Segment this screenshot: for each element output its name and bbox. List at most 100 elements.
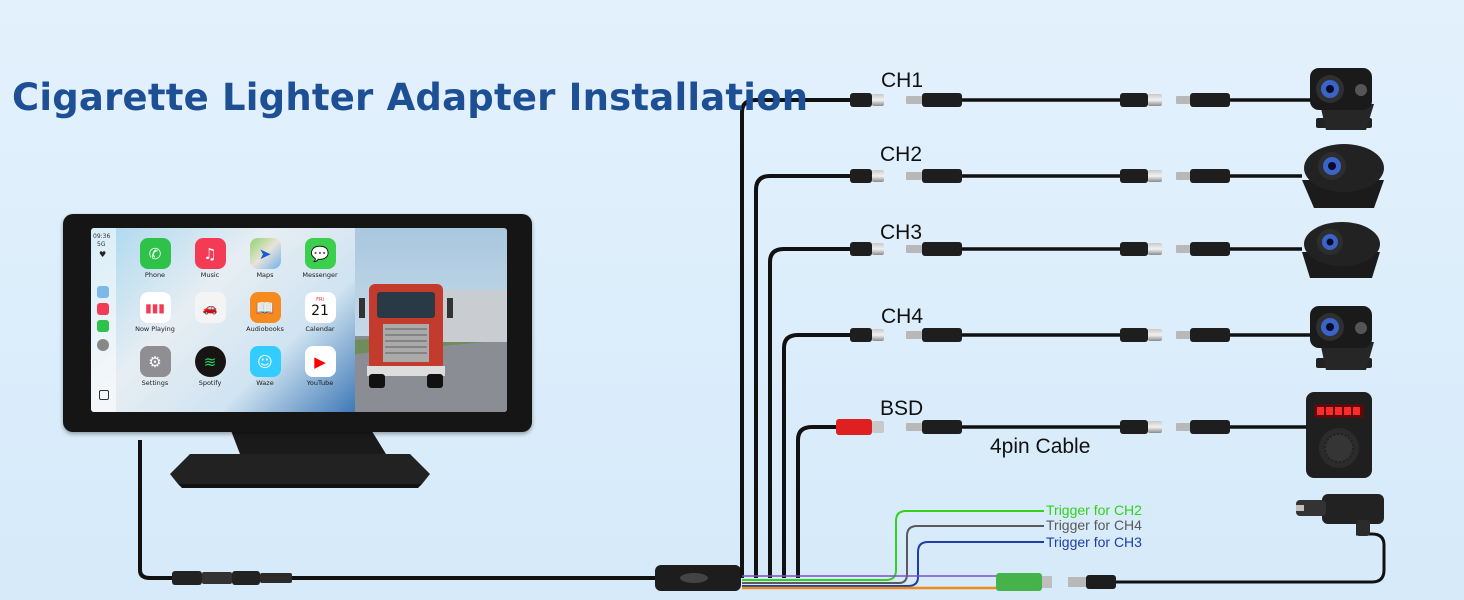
splitter-connector-tip: [872, 170, 884, 182]
splitter-connector-tip: [872, 243, 884, 255]
monitor-stand: [170, 428, 430, 488]
extension-connector: [1120, 242, 1148, 256]
splitter-connector: [850, 328, 872, 342]
extension-connector-tip: [1148, 329, 1162, 341]
inline-cable-connector: [172, 571, 292, 585]
status-time: 09:36: [93, 233, 111, 240]
splitter-connector: [850, 242, 872, 256]
blind-spot-detector-icon: [1306, 392, 1372, 478]
app-label: Calendar: [305, 325, 335, 333]
camera-connector: [1190, 169, 1230, 183]
app-waze[interactable]: ☺ Waze: [245, 346, 285, 394]
app-label: Audiobooks: [246, 325, 284, 333]
extension-connector: [922, 242, 962, 256]
music-icon: ♫: [194, 238, 226, 269]
camera-connector: [1190, 420, 1230, 434]
app-spotify[interactable]: ≋ Spotify: [190, 346, 230, 394]
truck-camera-view: [355, 228, 507, 412]
app-label: Phone: [144, 271, 166, 279]
camera-plug-pin: [1176, 423, 1190, 431]
extension-cables: [836, 93, 1310, 435]
channel-label-ch1: CH1: [881, 69, 924, 92]
now-playing-icon: ▮▮▮: [139, 292, 171, 323]
extension-connector-tip: [1148, 243, 1162, 255]
status-signal: 5G: [97, 241, 106, 248]
carplay-home-screen: 09:36 5G ♥ ✆ Phone ♫ Music: [91, 228, 355, 412]
camera-plug-pin: [1176, 172, 1190, 180]
sidebar-maps-icon[interactable]: [97, 286, 109, 298]
truck-image: [355, 228, 507, 412]
cable-label: 4pin Cable: [990, 435, 1091, 458]
extension-connector: [922, 169, 962, 183]
bsd-red-connector: [836, 419, 872, 435]
extension-connector-tip: [1148, 421, 1162, 433]
camera-connector: [1190, 242, 1230, 256]
app-now-playing[interactable]: ▮▮▮ Now Playing: [135, 292, 175, 340]
channel-label-ch2: CH2: [880, 143, 923, 166]
app-label: Music: [200, 271, 220, 279]
sidebar-phone-icon[interactable]: [97, 320, 109, 332]
waze-icon: ☺: [249, 346, 281, 377]
splitter-connector-tip: [872, 329, 884, 341]
sidebar-music-icon[interactable]: [97, 303, 109, 315]
trigger-label-ch4: Trigger for CH4: [1046, 517, 1142, 533]
extension-connector: [1120, 93, 1148, 107]
page-title: Cigarette Lighter Adapter Installation: [12, 76, 809, 119]
splitter-connector-tip: [872, 94, 884, 106]
app-label: Messenger: [302, 271, 338, 279]
channel-label-ch4: CH4: [881, 305, 924, 328]
camera-ch4: [1310, 306, 1374, 370]
app-messenger[interactable]: 💬 Messenger: [300, 238, 340, 286]
extension-plug-pin: [906, 172, 922, 180]
camera-connector: [1190, 93, 1230, 107]
app-car[interactable]: 🚗: [190, 292, 230, 340]
calendar-weekday: FRI: [316, 296, 324, 303]
channel-label-bsd: BSD: [880, 397, 924, 420]
app-phone[interactable]: ✆ Phone: [135, 238, 175, 286]
message-icon: 💬: [304, 238, 336, 269]
trigger-label-ch3: Trigger for CH3: [1046, 534, 1142, 550]
app-label: Waze: [256, 379, 274, 387]
app-label: Settings: [141, 379, 169, 387]
app-label: Spotify: [198, 379, 222, 387]
bsd-connector-tip: [872, 421, 884, 433]
carplay-monitor: 09:36 5G ♥ ✆ Phone ♫ Music: [63, 214, 532, 432]
power-connector: [996, 532, 1386, 591]
app-maps[interactable]: ➤ Maps: [245, 238, 285, 286]
camera-plug-pin: [1176, 331, 1190, 339]
extension-connector: [922, 93, 962, 107]
camera-ch1: [1310, 68, 1374, 130]
carplay-sidebar: 09:36 5G ♥: [91, 228, 116, 412]
sidebar-siri-icon[interactable]: [97, 339, 109, 351]
app-calendar[interactable]: FRI 21 Calendar: [300, 292, 340, 340]
phone-icon: ✆: [139, 238, 171, 269]
extension-connector: [922, 328, 962, 342]
channel-trunk-lines: [740, 98, 850, 578]
extension-plug-pin: [906, 96, 922, 104]
monitor-power-cable: [138, 440, 660, 580]
extension-connector: [1120, 328, 1148, 342]
app-settings[interactable]: ⚙ Settings: [135, 346, 175, 394]
splitter-connector: [850, 93, 872, 107]
home-button-icon[interactable]: [99, 390, 109, 400]
app-youtube[interactable]: ▶ YouTube: [300, 346, 340, 394]
camera-plug-pin: [1176, 245, 1190, 253]
channel-label-ch3: CH3: [880, 221, 923, 244]
extension-plug-pin: [906, 423, 922, 431]
car-icon: 🚗: [194, 292, 226, 323]
cigarette-lighter-plug-icon: [1296, 494, 1384, 536]
app-label: Maps: [256, 271, 274, 279]
extension-connector: [1120, 420, 1148, 434]
app-music[interactable]: ♫ Music: [190, 238, 230, 286]
audiobooks-icon: 📖: [249, 292, 281, 323]
extension-connector: [1120, 169, 1148, 183]
camera-plug-pin: [1176, 96, 1190, 104]
extension-plug-pin: [906, 331, 922, 339]
heart-icon: ♥: [99, 250, 107, 259]
extension-plug-pin: [906, 245, 922, 253]
camera-connector: [1190, 328, 1230, 342]
camera-ch2: [1302, 144, 1384, 208]
app-audiobooks[interactable]: 📖 Audiobooks: [245, 292, 285, 340]
splitter-connector: [850, 169, 872, 183]
